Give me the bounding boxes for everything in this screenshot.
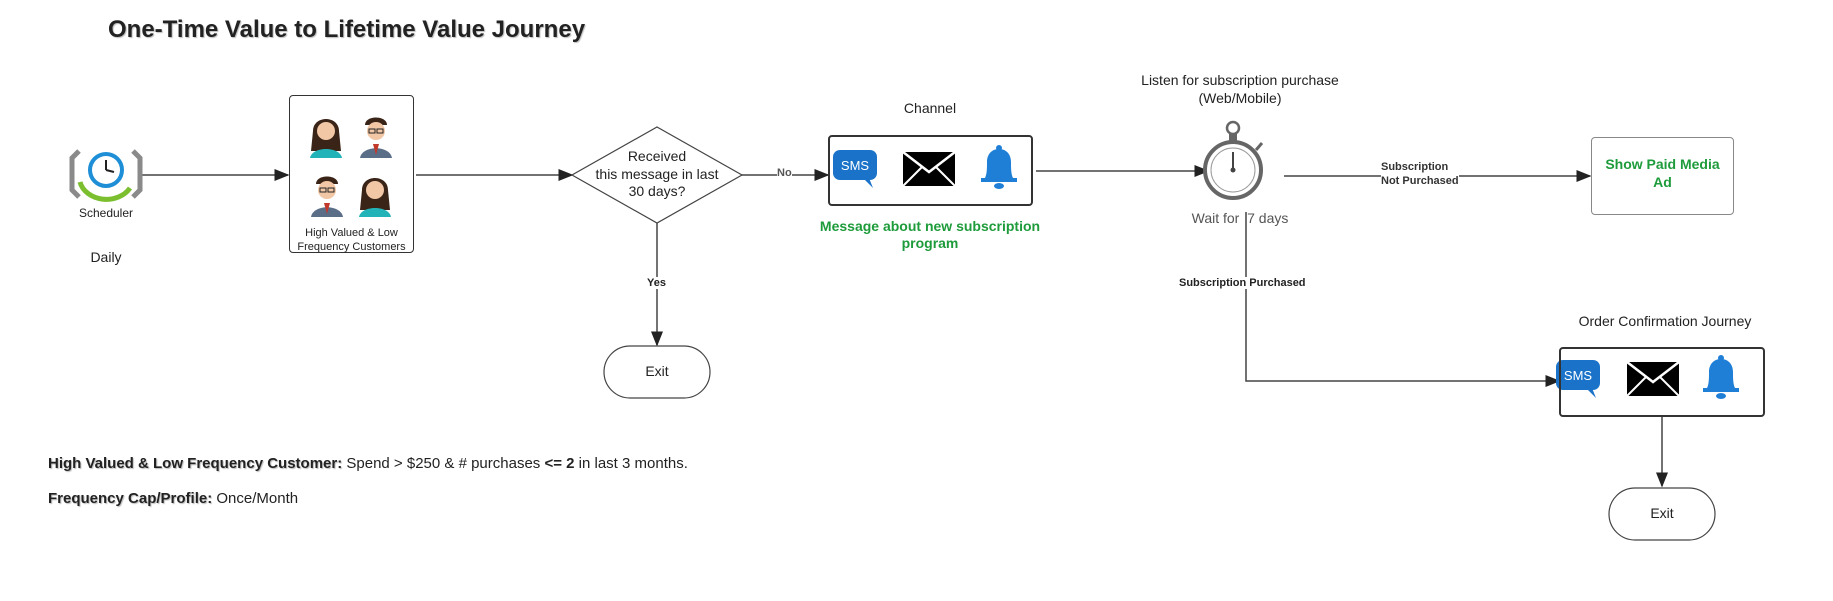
man-avatar-icon [360,117,392,158]
paid-media-box [1591,137,1734,215]
woman-avatar-icon [310,119,342,158]
channel-message-line1: Message about new subscription [819,218,1041,234]
branch-not-purchased-line2: Not Purchased [1381,175,1459,187]
customer-definition-label: High Valued & Low Frequency Customer: [48,455,343,472]
audience-label-line2: Frequency Customers [297,241,406,253]
listen-heading-line2: (Web/Mobile) [1198,90,1282,106]
exit-terminator-2 [1608,487,1716,541]
paid-media-line2: Ad [1653,174,1672,190]
customer-definition-threshold: <= 2 [544,455,575,472]
channel-box [828,135,1033,206]
order-confirmation-heading: Order Confirmation Journey [1578,313,1752,329]
svg-text:SMS: SMS [841,158,870,173]
customer-definition-note: High Valued & Low Frequency Customer: Sp… [48,455,688,472]
woman-avatar-icon [359,178,391,217]
decision-text-line3: 30 days? [628,183,686,199]
page-title: One-Time Value to Lifetime Value Journey [108,16,586,43]
connector-timer-orderconfirm [1245,212,1561,387]
notification-bell-icon [981,145,1017,189]
frequency-cap-note: Frequency Cap/Profile: Once/Month [48,490,298,507]
order-confirmation-box [1559,347,1765,417]
exit-terminator-1 [603,345,711,399]
sms-icon: SMS [1556,360,1600,398]
channel-message-line2: program [901,235,959,251]
scheduler-frequency: Daily [90,249,122,265]
customer-definition-pre: Spend > $250 & # purchases [342,455,545,472]
decision-text-line2: this message in last [595,166,719,182]
decision-diamond [570,126,744,224]
scheduler-label: Scheduler [78,206,134,220]
email-envelope-icon [1626,361,1680,397]
audience-label-line1: High Valued & Low [305,227,398,239]
decision-yes-label: Yes [647,277,666,289]
paid-media-line1: Show Paid Media [1605,156,1720,172]
exit-label-2: Exit [1650,505,1674,521]
email-envelope-icon [902,151,956,187]
frequency-cap-value: Once/Month [212,490,299,507]
wait-duration-label: Wait for 7 days [1191,210,1289,226]
branch-not-purchased-line1: Subscription [1381,161,1449,173]
branch-purchased-label: Subscription Purchased [1179,277,1306,289]
audience-box [289,95,414,253]
man-avatar-icon [311,176,343,217]
svg-text:SMS: SMS [1564,368,1593,383]
sms-icon: SMS [833,150,877,188]
frequency-cap-label: Frequency Cap/Profile: [48,490,213,507]
stopwatch-icon [1203,120,1264,200]
channel-heading: Channel [903,100,957,116]
decision-no-label: No [777,167,792,179]
scheduler-clock-icon [69,149,143,202]
exit-label-1: Exit [645,363,669,379]
listen-heading-line1: Listen for subscription purchase [1141,72,1339,88]
notification-bell-icon [1703,355,1739,399]
decision-text-line1: Received [627,148,687,164]
customer-definition-post: in last 3 months. [574,455,688,472]
